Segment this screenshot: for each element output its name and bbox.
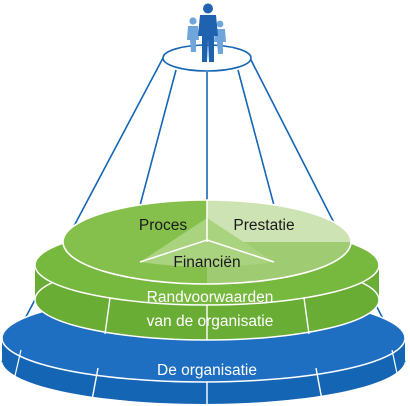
label-randvoorwaarden-line2: van de organisatie xyxy=(147,313,274,330)
cone-edge-right xyxy=(249,57,406,363)
label-proces: Proces xyxy=(139,217,187,234)
top-disc xyxy=(62,199,352,285)
label-prestatie: Prestatie xyxy=(233,217,294,234)
label-financien: Financiën xyxy=(173,254,240,271)
people-figures-icon xyxy=(187,3,226,62)
label-randvoorwaarden-line1: Randvoorwaarden xyxy=(147,289,274,306)
cone-edge-left xyxy=(1,57,164,363)
label-de-organisatie: De organisatie xyxy=(157,362,257,379)
